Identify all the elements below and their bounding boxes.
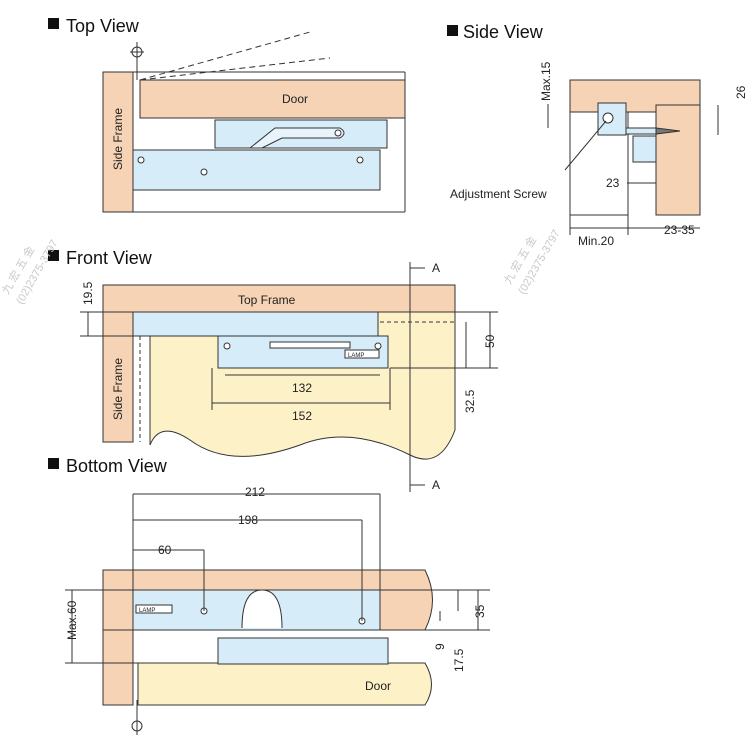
bottom-brand-plate	[135, 604, 173, 614]
top-view-bullet	[48, 18, 59, 29]
top-screw-3	[356, 156, 364, 164]
side-view: Side View Max.15 26 23 Adjustment Screw …	[447, 22, 748, 248]
front-side-frame	[102, 311, 134, 443]
front-132-label: 132	[292, 381, 312, 395]
top-door-open-dashed	[139, 31, 311, 81]
front-view-title: Front View	[66, 248, 153, 268]
side-screw-tip	[655, 127, 681, 135]
top-arm-pivot	[334, 129, 342, 137]
front-brand: LAMP	[348, 353, 364, 359]
bottom-arm-cutout	[241, 589, 283, 629]
front-section-a-bottom: A	[432, 478, 440, 492]
top-door-label: Door	[282, 92, 308, 106]
front-50-label: 50	[483, 334, 497, 348]
bottom-view: Bottom View Door LAMP 212 198 60 Max.6	[48, 456, 490, 735]
bottom-212-label: 212	[245, 485, 265, 499]
bottom-60-label: 60	[158, 543, 172, 557]
front-view: Front View Top Frame Side Frame LAMP 19.…	[48, 248, 498, 492]
front-top-frame-label: Top Frame	[238, 293, 296, 307]
front-section-a-top: A	[432, 261, 440, 275]
front-brand-plate	[344, 349, 380, 359]
side-23-35-label: 23-35	[664, 223, 695, 237]
side-view-title: Side View	[463, 22, 544, 42]
front-mounting-plate	[132, 311, 379, 337]
bottom-brand: LAMP	[139, 608, 155, 614]
side-min20-label: Min.20	[578, 234, 614, 248]
top-view: Top View Side Frame Door	[48, 16, 406, 213]
front-152-label: 152	[292, 409, 312, 423]
side-23-label: 23	[606, 176, 620, 190]
front-view-bullet	[48, 250, 59, 261]
front-32-5-label: 32.5	[463, 389, 477, 413]
front-top-frame	[102, 284, 456, 313]
side-max15-label: Max.15	[539, 61, 553, 101]
front-screw-2	[374, 342, 382, 350]
top-mounting-plate	[132, 149, 381, 191]
front-slot	[269, 341, 351, 349]
bottom-pivot-mark	[131, 720, 143, 732]
top-door	[139, 79, 406, 119]
bottom-view-bullet	[48, 458, 59, 469]
side-door	[655, 104, 701, 216]
bottom-198-label: 198	[238, 513, 258, 527]
bottom-max60-label: Max.60	[65, 600, 79, 640]
side-bracket	[632, 135, 657, 163]
top-view-title: Top View	[66, 16, 140, 36]
top-screw-1	[137, 156, 145, 164]
bottom-side-frame	[102, 629, 134, 706]
bottom-9-label: 9	[433, 643, 447, 650]
front-19-5-label: 19.5	[81, 281, 95, 305]
top-closer-arm	[248, 127, 345, 149]
side-view-bullet	[447, 25, 458, 36]
front-side-frame-label: Side Frame	[111, 358, 125, 420]
bottom-door-label: Door	[365, 679, 391, 693]
side-adjustment-screw	[602, 112, 614, 124]
bottom-35-label: 35	[473, 604, 487, 618]
bottom-door	[137, 662, 432, 706]
side-adjustment-screw-label: Adjustment Screw	[450, 187, 547, 201]
side-adjust-leader	[564, 120, 607, 171]
top-screw-2	[200, 168, 208, 176]
bottom-view-title: Bottom View	[66, 456, 168, 476]
bottom-17-5-label: 17.5	[452, 648, 466, 672]
bottom-closer-body	[217, 637, 389, 665]
front-screw-1	[223, 342, 231, 350]
top-door-open-dashed-2	[139, 57, 331, 81]
top-side-frame-label: Side Frame	[111, 108, 125, 170]
side-arm	[625, 127, 657, 135]
top-side-frame	[102, 71, 134, 213]
side-26-label: 26	[734, 85, 748, 99]
